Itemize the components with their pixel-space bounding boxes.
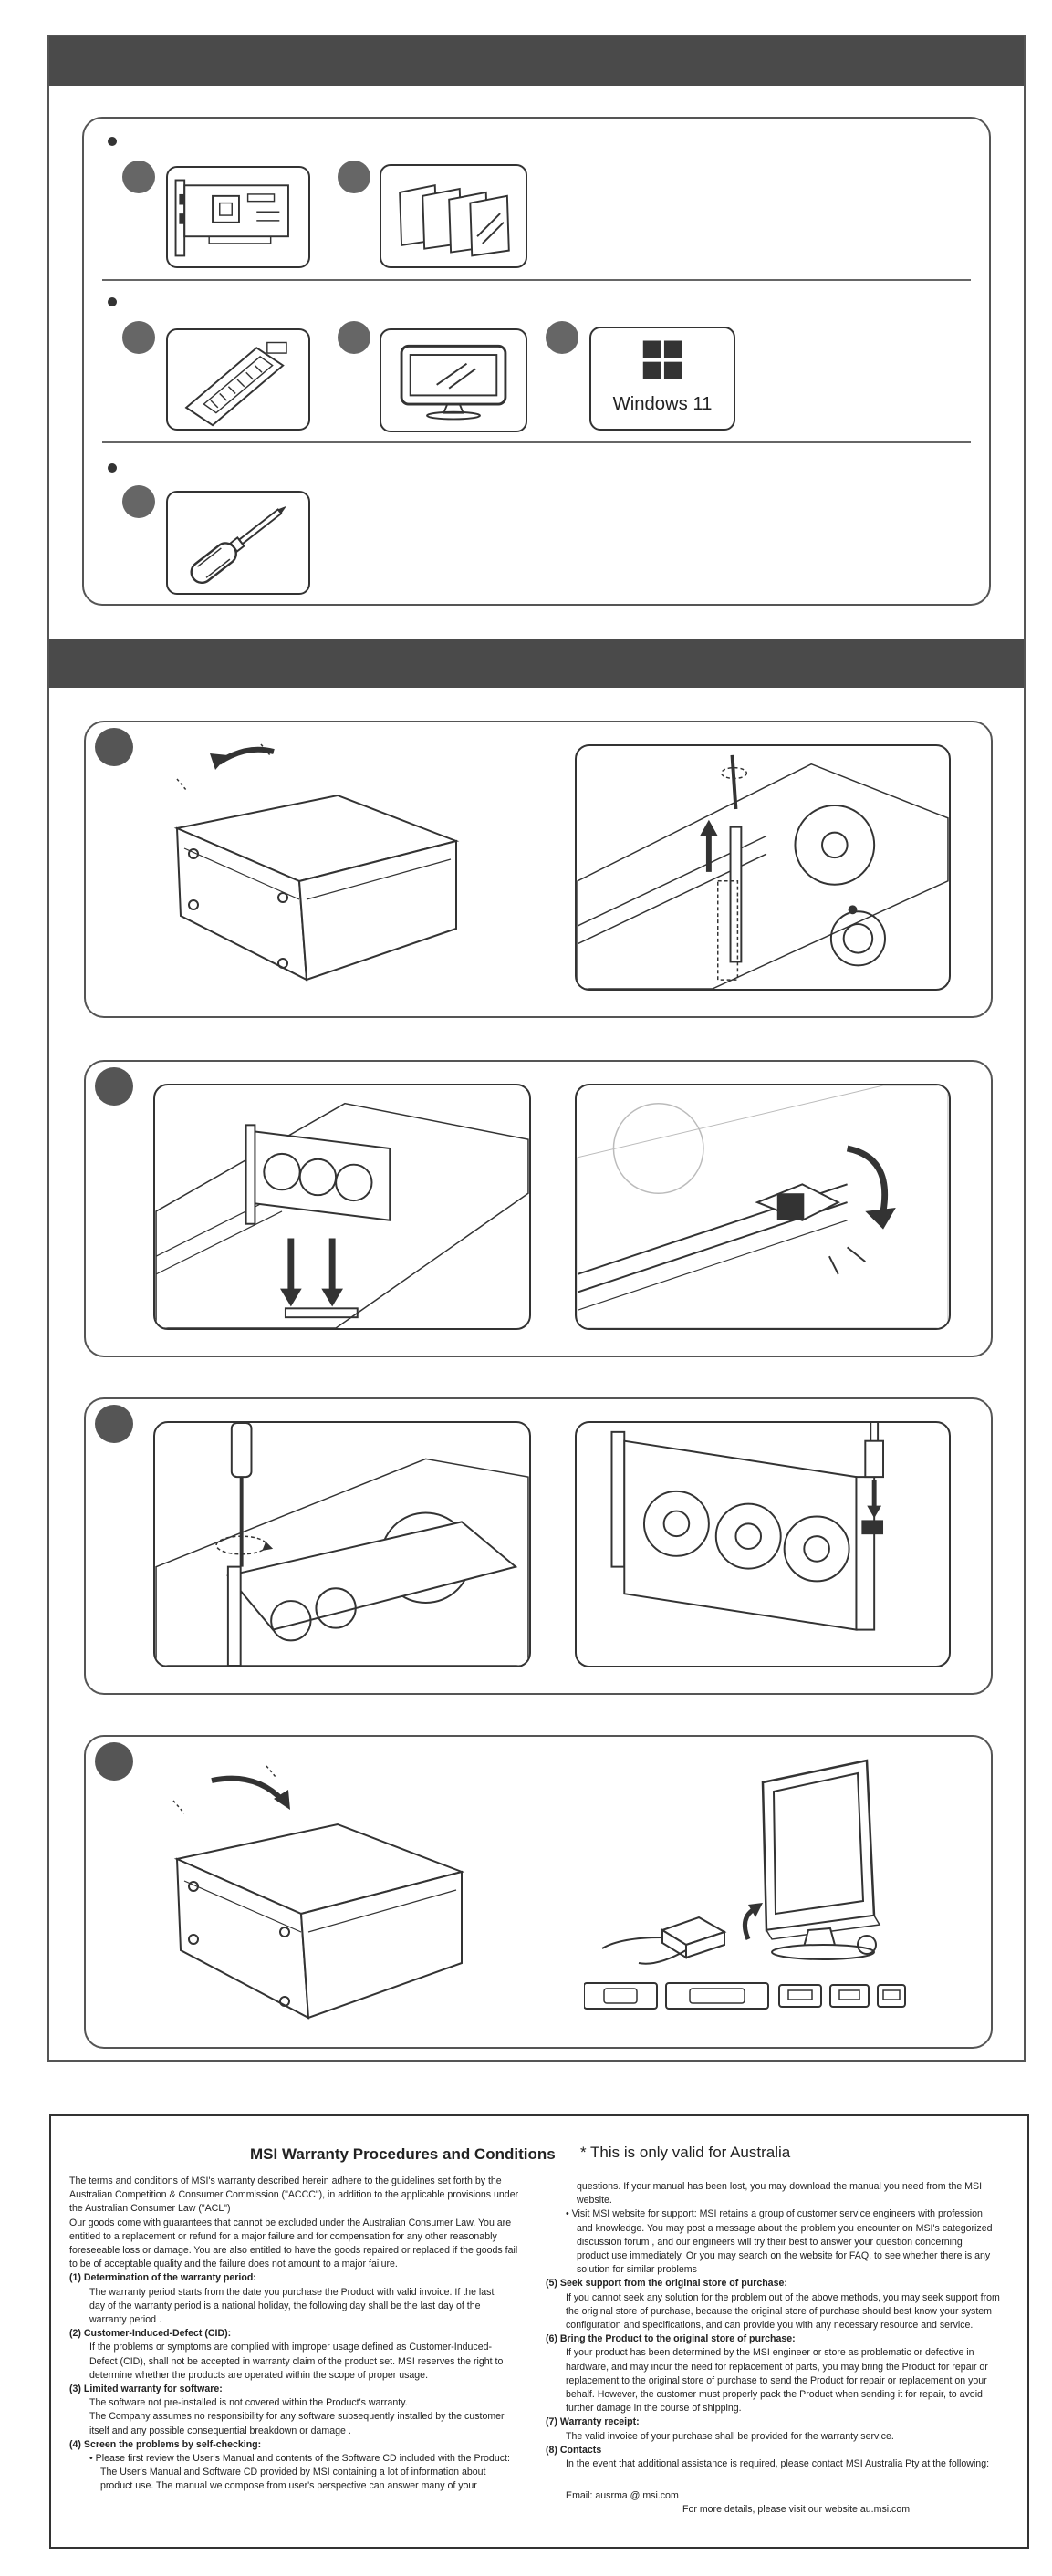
monitor-item <box>380 328 527 432</box>
section-3-line: The Company assumes no responsibility fo… <box>69 2410 562 2424</box>
section-6-line: replacement to the original store of pur… <box>546 2374 1020 2388</box>
monitor-connection-icon <box>584 1748 958 2021</box>
section-3-line: The software not pre-installed is not co… <box>69 2396 562 2410</box>
warranty-intro-line: entitled to a replacement or refund for … <box>69 2230 562 2244</box>
section-5-heading: (5) Seek support from the original store… <box>546 2277 1020 2290</box>
graphics-card-item <box>166 166 310 268</box>
section-6-line: If your product has been determined by t… <box>546 2346 1020 2360</box>
section-4-bullet-line: discussion forum , and our engineers wil… <box>546 2236 1020 2249</box>
section-4-bullet-line: • Please first review the User's Manual … <box>69 2452 562 2466</box>
package-contents-header-bar <box>49 36 1024 86</box>
connect-monitor-illustration <box>584 1748 958 2021</box>
contact-email: Email: ausrma @ msi.com <box>546 2489 1020 2503</box>
windows-logo-text: Windows 11 <box>613 394 713 414</box>
item-number-badge <box>122 321 155 354</box>
row-bullet <box>108 297 117 306</box>
documents-icon <box>381 166 526 266</box>
row-bullet <box>108 137 117 146</box>
section-7-line: The valid invoice of your purchase shall… <box>546 2430 1020 2444</box>
section-4-bullet-line: and knowledge. You may post a message ab… <box>546 2222 1020 2236</box>
item-number-badge <box>122 161 155 193</box>
section-1-line: day of the warranty period is a national… <box>69 2300 562 2313</box>
section-4-bullet-line: questions. If your manual has been lost,… <box>546 2180 1020 2194</box>
motherboard-slot-item <box>166 328 310 431</box>
warranty-intro-line: the Australian Consumer Law ("ACL") <box>69 2202 562 2216</box>
website-note: For more details, please visit our websi… <box>546 2503 1020 2517</box>
remove-side-panel-illustration <box>146 726 474 1000</box>
insert-graphics-card-illustration <box>153 1084 531 1330</box>
section-8-line: In the event that additional assistance … <box>546 2457 1020 2471</box>
section-4-bullet-line: website. <box>546 2194 1020 2207</box>
section-6-line: hardware, and may incur the need for rep… <box>546 2361 1020 2374</box>
section-8-heading: (8) Contacts <box>546 2444 1020 2457</box>
warranty-intro-line: Australian Competition & Consumer Commis… <box>69 2188 562 2202</box>
warranty-intro-line: to be of acceptable quality and the fail… <box>69 2258 562 2271</box>
section-5-line: the original store of purchase, because … <box>546 2305 1020 2319</box>
section-4-bullet-line: solution for similar problems <box>546 2263 1020 2277</box>
section-3-heading: (3) Limited warranty for software: <box>69 2383 562 2396</box>
windows-logo-icon: Windows 11 <box>591 328 734 429</box>
step-number-badge <box>95 1067 133 1106</box>
section-3-line: itself and any possible consequential br… <box>69 2425 562 2438</box>
section-4-bullet-line: product use. The manual we compose from … <box>69 2479 562 2493</box>
section-6-line: behalf. However, the customer must prope… <box>546 2388 1020 2402</box>
section-2-line: If the problems or symptoms are complied… <box>69 2341 562 2354</box>
section-4-heading: (4) Screen the problems by self-checking… <box>69 2438 562 2452</box>
row-bullet <box>108 463 117 473</box>
pcie-slot-icon <box>168 330 308 429</box>
section-2-heading: (2) Customer-Induced-Defect (CID): <box>69 2327 562 2341</box>
connect-power-cable-illustration <box>575 1421 951 1667</box>
pc-case-close-icon <box>146 1744 474 2034</box>
section-2-line: determine whether the products are opera… <box>69 2369 562 2383</box>
section-4-bullet-line: • Visit MSI website for support: MSI ret… <box>546 2207 1020 2221</box>
graphics-card-icon <box>168 168 308 266</box>
warranty-section: MSI Warranty Procedures and Conditions *… <box>49 2114 1029 2549</box>
step-number-badge <box>95 728 133 766</box>
slot-cover-removal-icon <box>577 746 949 989</box>
warranty-right-column: questions. If your manual has been lost,… <box>546 2180 1020 2518</box>
pc-case-open-icon <box>146 726 474 1000</box>
section-1-line: warranty period . <box>69 2313 562 2327</box>
section-5-line: If you cannot seek any solution for the … <box>546 2291 1020 2305</box>
section-5-line: configuration and specifications, and ca… <box>546 2319 1020 2332</box>
warranty-left-column: The terms and conditions of MSI's warran… <box>69 2175 562 2494</box>
section-1-heading: (1) Determination of the warranty period… <box>69 2271 562 2285</box>
row-divider <box>102 441 971 443</box>
section-1-line: The warranty period starts from the date… <box>69 2286 562 2300</box>
step-number-badge <box>95 1405 133 1443</box>
warranty-intro-line: The terms and conditions of MSI's warran… <box>69 2175 562 2188</box>
item-number-badge <box>546 321 578 354</box>
section-7-heading: (7) Warranty receipt: <box>546 2415 1020 2429</box>
installation-header-bar <box>49 639 1024 688</box>
reattach-side-panel-illustration <box>146 1744 474 2034</box>
section-6-line: further damage in the course of shipping… <box>546 2402 1020 2415</box>
remove-slot-cover-illustration <box>575 744 951 991</box>
section-4-bullet-line: product use immediately. Or you may sear… <box>546 2249 1020 2263</box>
screwdriver-icon <box>168 493 308 593</box>
step-number-badge <box>95 1742 133 1781</box>
power-connector-icon <box>577 1423 949 1666</box>
section-6-heading: (6) Bring the Product to the original st… <box>546 2332 1020 2346</box>
documentation-item <box>380 164 527 268</box>
row-divider <box>102 279 971 281</box>
warranty-title: MSI Warranty Procedures and Conditions <box>250 2145 556 2164</box>
slot-latch-icon <box>577 1085 949 1328</box>
item-number-badge <box>122 485 155 518</box>
item-number-badge <box>338 161 370 193</box>
insert-card-icon <box>155 1085 529 1328</box>
windows-os-item: Windows 11 <box>589 327 735 431</box>
section-2-line: Defect (CID), shall not be accepted in w… <box>69 2355 562 2369</box>
warranty-intro-line: Our goods come with guarantees that cann… <box>69 2217 562 2230</box>
slot-latch-illustration <box>575 1084 951 1330</box>
screwdriver-item <box>166 491 310 595</box>
monitor-icon <box>381 330 526 431</box>
secure-bracket-screw-illustration <box>153 1421 531 1667</box>
item-number-badge <box>338 321 370 354</box>
warranty-intro-line: foreseeable loss or damage. You are also… <box>69 2244 562 2258</box>
section-4-bullet-line: The User's Manual and Software CD provid… <box>69 2466 562 2479</box>
screw-bracket-icon <box>155 1423 529 1666</box>
warranty-region-note: * This is only valid for Australia <box>580 2144 790 2162</box>
